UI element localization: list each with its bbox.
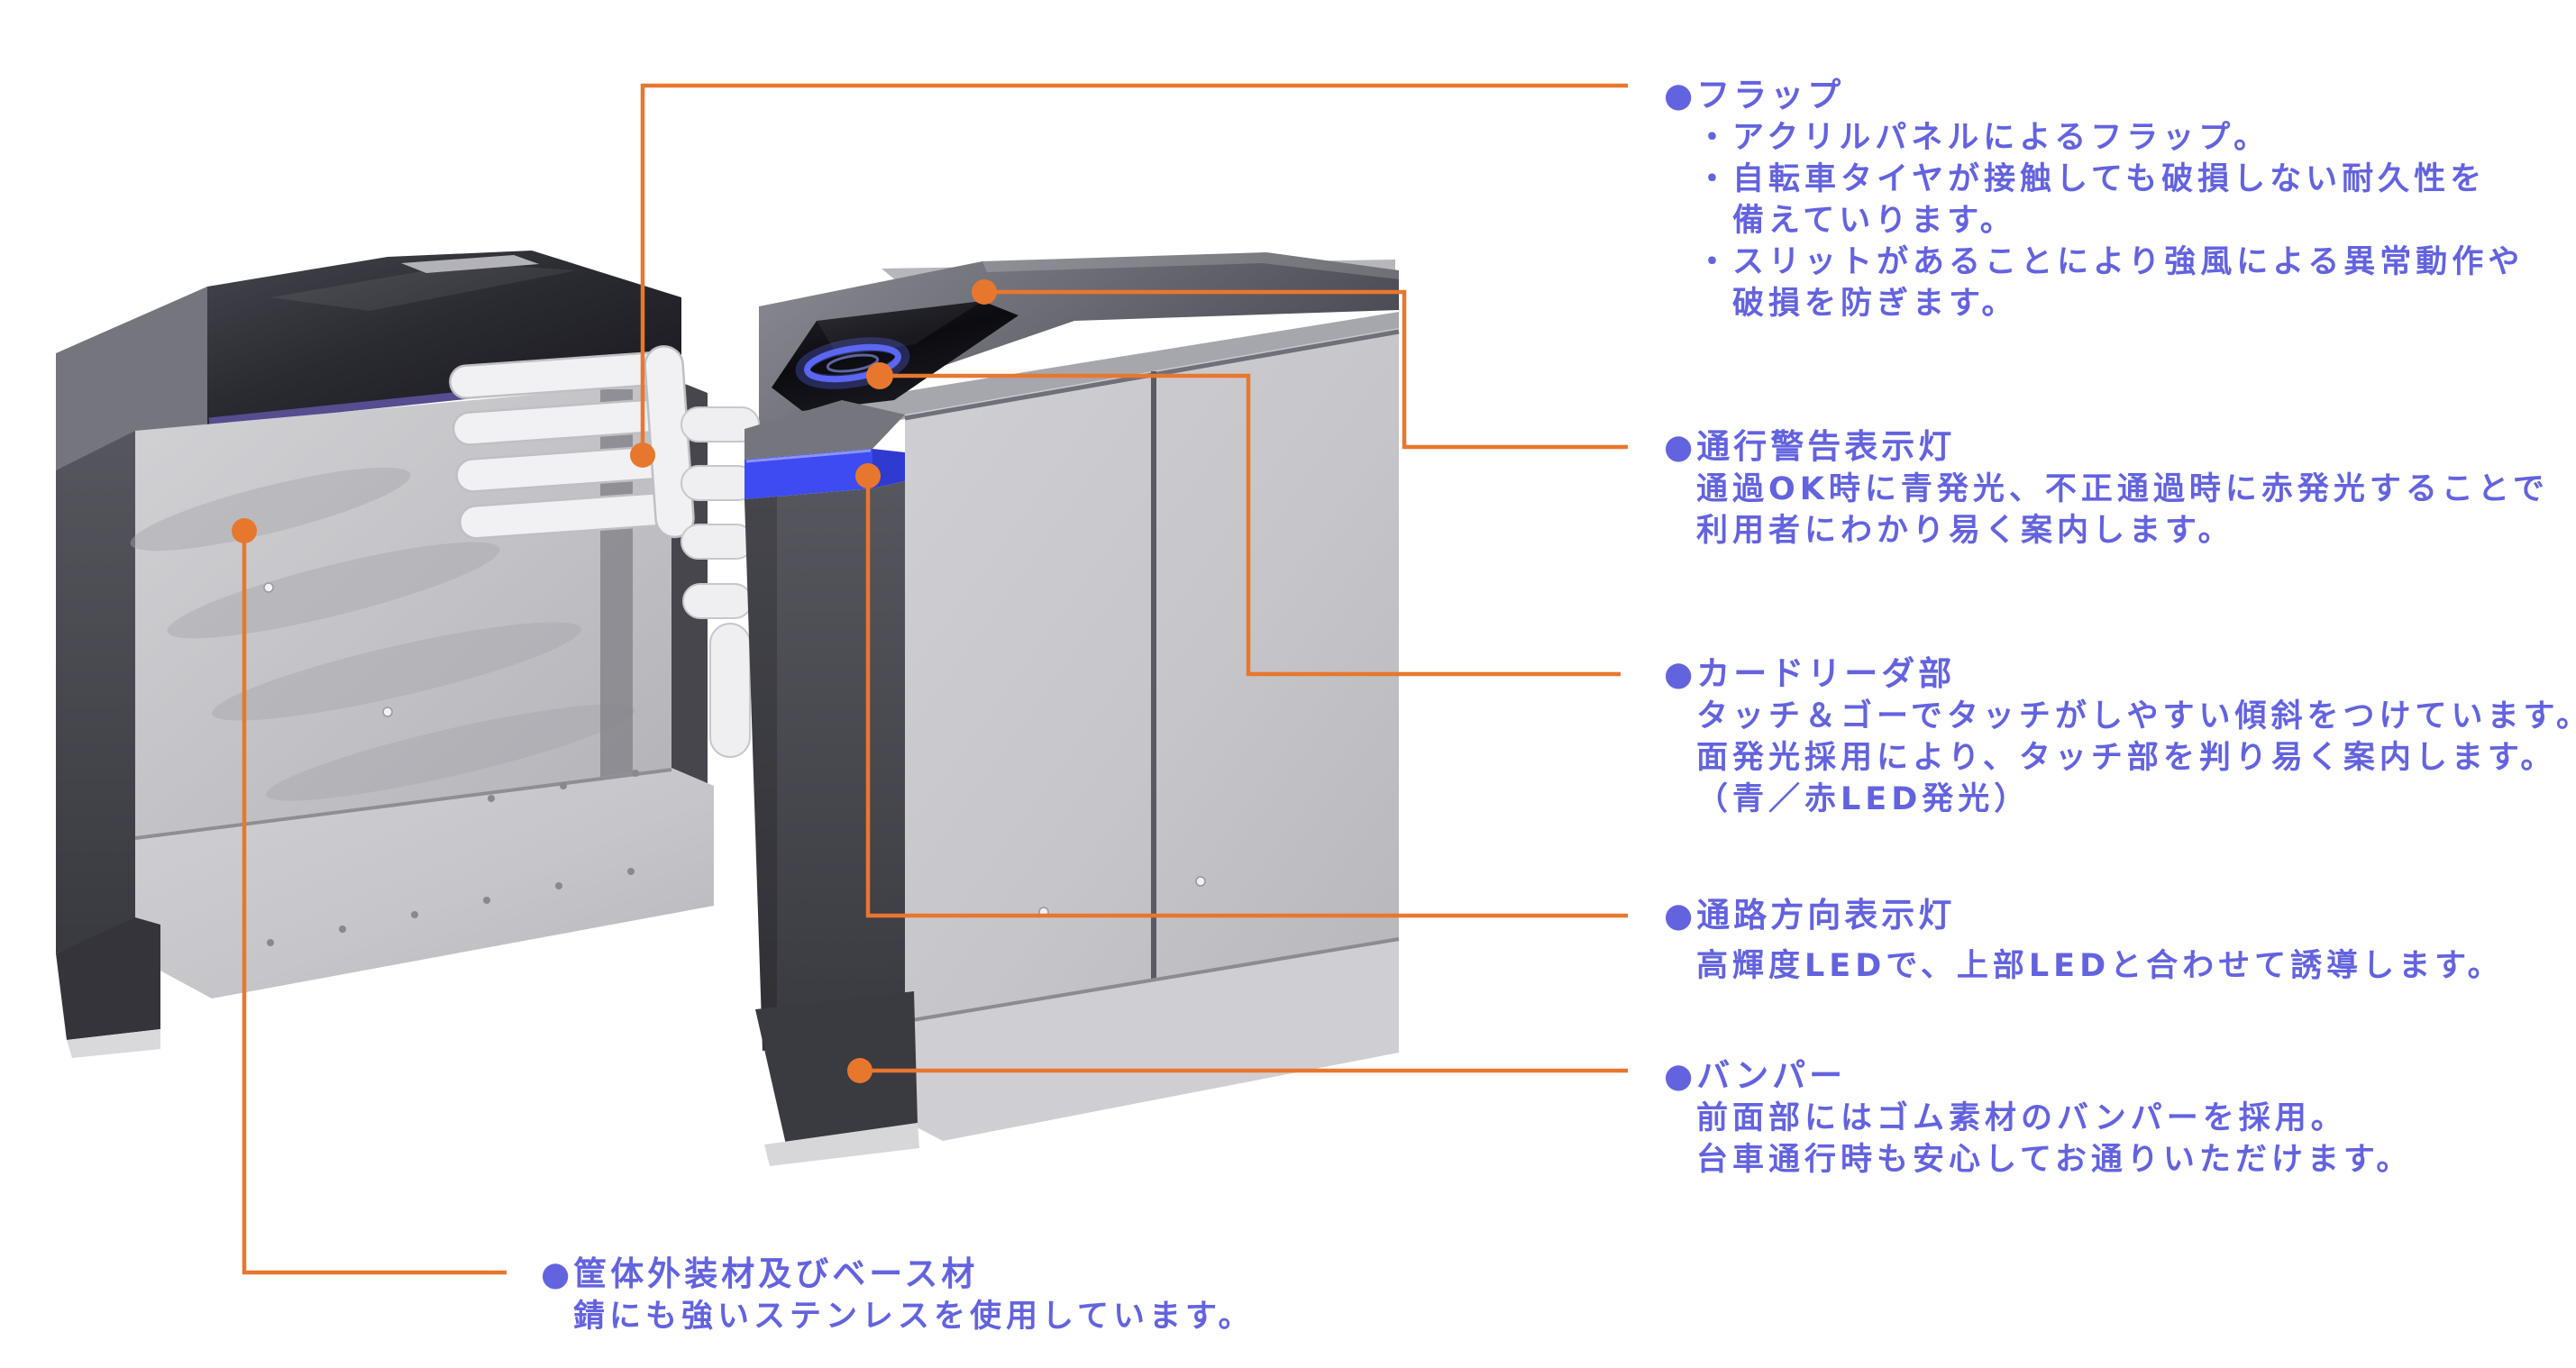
annotation-card-reader-title: ●カードリーダ部 [1664, 654, 1956, 693]
annotation-line: タッチ＆ゴーでタッチがしやすい傾斜をつけています。 [1696, 698, 2576, 734]
right-gate-illustration [681, 252, 1400, 1166]
right-gate-flap-slats [681, 406, 760, 758]
annotation-housing-body: 錆にも強いステンレスを使用しています。 [541, 1296, 1254, 1337]
left-gate-pedestal-base [67, 1029, 160, 1058]
callout-line-housing [242, 531, 507, 1275]
right-gate-skirt [901, 939, 1399, 1141]
annotation-bumper-body: 前面部にはゴム素材のバンパーを採用。 台車通行時も安心してお通りいただけます。 [1664, 1098, 2412, 1181]
right-gate-led-highlight [745, 449, 872, 463]
callout-dot-direction-light [855, 463, 881, 488]
right-gate-cover-highlight [982, 252, 1399, 279]
annotation-warning-light-title: ●通行警告表示灯 [1664, 427, 1956, 466]
right-gate-cover [759, 252, 1399, 429]
left-gate-flap [449, 345, 695, 540]
annotation-line: （青／赤LED発光） [1696, 781, 2031, 817]
annotation-line: ・スリットがあることにより強風による異常動作や [1696, 244, 2525, 280]
right-gate-bumper-base [764, 1123, 919, 1166]
left-gate-end-pillar [56, 431, 135, 953]
left-gate-top-slot [401, 255, 539, 273]
callout-dot-bumper [847, 1058, 872, 1083]
annotation-bumper: ●バンパー 前面部にはゴム素材のバンパーを採用。 台車通行時も安心してお通りいた… [1664, 1054, 2412, 1181]
left-gate-skirt-screws [267, 770, 639, 946]
annotation-line: 台車通行時も安心してお通りいただけます。 [1696, 1142, 2413, 1178]
callout-dot-flap [630, 442, 655, 468]
callout-line-direction-light [865, 476, 1628, 918]
annotation-flap-title: ●フラップ [1664, 76, 1845, 114]
annotation-warning-light: ●通行警告表示灯 通過OK時に青発光、不正通過時に赤発光することで 利用者にわか… [1664, 425, 2549, 552]
annotation-housing-title: ●筐体外装材及びベース材 [541, 1254, 979, 1293]
right-gate-pillar-cap [744, 400, 905, 460]
annotation-line: ・自転車タイヤが接触しても破損しない耐久性を [1696, 161, 2487, 197]
left-gate-pedestal [56, 917, 160, 1040]
left-gate-illustration [56, 251, 714, 1058]
annotation-line: 高輝度LEDで、上部LEDと合わせて誘導します。 [1696, 948, 2504, 984]
annotation-card-reader: ●カードリーダ部 タッチ＆ゴーでタッチがしやすい傾斜をつけています。 面発光採用… [1664, 652, 2576, 820]
right-gate-direction-led-side [872, 449, 905, 488]
annotation-line: 破損を防ぎます。 [1696, 286, 2018, 322]
annotation-line: 通過OK時に青発光、不正通過時に赤発光することで [1696, 471, 2549, 507]
annotation-line: 備えていります。 [1696, 203, 2016, 239]
card-reader-touch-ring-icon [795, 337, 910, 389]
annotation-direction-light-title: ●通路方向表示灯 [1664, 896, 1956, 935]
annotation-line: 前面部にはゴム素材のバンパーを採用。 [1696, 1100, 2347, 1136]
annotation-housing: ●筐体外装材及びベース材 錆にも強いステンレスを使用しています。 [541, 1253, 1254, 1337]
annotation-direction-light: ●通路方向表示灯 高輝度LEDで、上部LEDと合わせて誘導します。 [1664, 894, 2504, 987]
right-gate-skirt-seam [900, 937, 1400, 1024]
annotation-line: 錆にも強いステンレスを使用しています。 [573, 1299, 1255, 1335]
annotation-direction-light-body: 高輝度LEDで、上部LEDと合わせて誘導します。 [1664, 945, 2504, 987]
right-gate-front-pillar [744, 481, 905, 1051]
left-gate-cover-highlight [270, 263, 577, 311]
annotation-flap: ●フラップ ・アクリルパネルによるフラップ。 ・自転車タイヤが接触しても破損しな… [1664, 74, 2524, 324]
callout-line-card-reader [880, 373, 1621, 677]
right-gate-fascia [851, 312, 1399, 427]
right-gate-bumper [755, 991, 918, 1145]
left-gate-cover-face [56, 287, 207, 470]
annotation-warning-light-body: 通過OK時に青発光、不正通過時に赤発光することで 利用者にわかり易く案内します。 [1664, 469, 2549, 552]
annotation-card-reader-body: タッチ＆ゴーでタッチがしやすい傾斜をつけています。 面発光採用により、タッチ部を… [1664, 696, 2576, 820]
annotation-flap-body: ・アクリルパネルによるフラップ。 ・自転車タイヤが接触しても破損しない耐久性を … [1664, 117, 2524, 324]
annotation-line: ・アクリルパネルによるフラップ。 [1696, 120, 2270, 156]
right-gate-direction-led [744, 449, 872, 499]
right-gate-card-reader-gloss [817, 301, 982, 357]
callout-lines [242, 83, 1628, 1275]
callout-dots [232, 279, 997, 1083]
left-gate-stainless-panel [135, 382, 671, 836]
left-gate-skirt-seam [134, 768, 672, 840]
callout-dot-housing [232, 518, 257, 543]
callout-line-warning-light [984, 289, 1628, 450]
left-gate-skirt [135, 768, 714, 999]
annotation-line: 利用者にわかり易く案内します。 [1696, 513, 2234, 549]
annotation-bumper-title: ●バンパー [1664, 1056, 1847, 1095]
callout-line-flap [640, 83, 1628, 455]
annotation-line: 面発光採用により、タッチ部を判り易く案内します。 [1696, 740, 2557, 776]
left-gate-panel-screws [263, 582, 393, 717]
callout-dot-card-reader [866, 362, 893, 389]
left-gate-panel-reflections [130, 467, 635, 801]
right-gate-pillar-shade [744, 497, 777, 1051]
callout-dot-warning-light [972, 279, 997, 305]
